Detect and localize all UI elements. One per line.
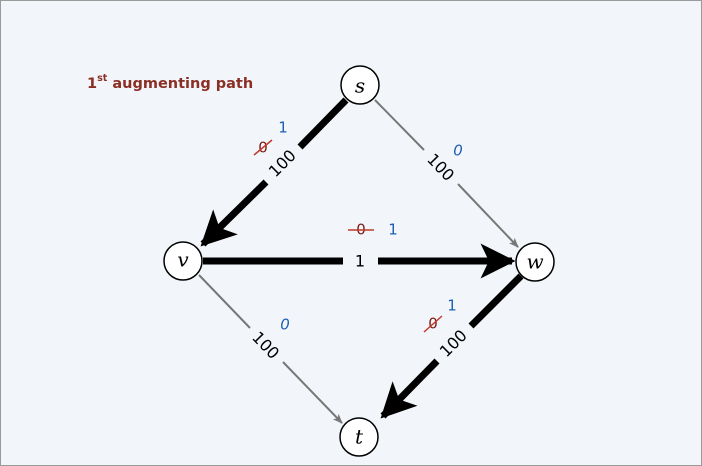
edge-v-t-line-a (198, 274, 251, 329)
node-v-circle (163, 241, 203, 281)
edge-s-v: 100 0 1 (200, 97, 349, 247)
node-w-label: w (526, 250, 543, 274)
edge-v-t-flow: 0 (280, 316, 290, 334)
node-t-label: t (355, 425, 364, 449)
edge-w-t: 100 0 1 (380, 273, 524, 419)
edge-s-v-line-a (297, 97, 349, 150)
node-v: v (163, 241, 203, 281)
edge-s-v-line-b (200, 179, 269, 247)
edge-w-t-line-b (380, 358, 440, 419)
title-text: augmenting path (107, 75, 254, 92)
node-s-label: s (355, 74, 365, 98)
title-ordinal: 1 (87, 75, 98, 92)
edge-w-t-line-a (468, 273, 524, 329)
edge-s-v-new-flow: 1 (278, 119, 288, 137)
edge-s-w-line-b (457, 183, 519, 248)
edge-s-v-capacity: 100 (265, 146, 300, 181)
edge-s-v-strike (253, 139, 273, 156)
node-t: t (339, 417, 379, 457)
node-w-circle (515, 242, 555, 282)
edge-w-t-strike (423, 315, 443, 333)
edge-v-t: 100 0 (198, 274, 343, 424)
edge-s-w-flow: 0 (453, 142, 463, 160)
edge-v-w-new-flow: 1 (388, 221, 398, 239)
edge-v-t-line-b (282, 361, 343, 424)
title-ordinal-suffix: st (97, 73, 108, 84)
edge-v-t-capacity: 100 (248, 328, 283, 363)
edge-v-w: 1 0 1 (203, 221, 516, 279)
node-v-label: v (177, 248, 189, 272)
edge-v-w-capacity: 1 (355, 252, 365, 271)
node-t-circle (339, 417, 379, 457)
diagram-title: 1st augmenting path (87, 73, 254, 92)
edge-w-t-new-flow: 1 (447, 297, 457, 315)
edge-s-w-line-a (374, 99, 425, 151)
node-s-circle (340, 65, 380, 105)
edge-w-t-capacity: 100 (436, 326, 471, 361)
node-w: w (515, 242, 555, 282)
node-s: s (340, 65, 380, 105)
